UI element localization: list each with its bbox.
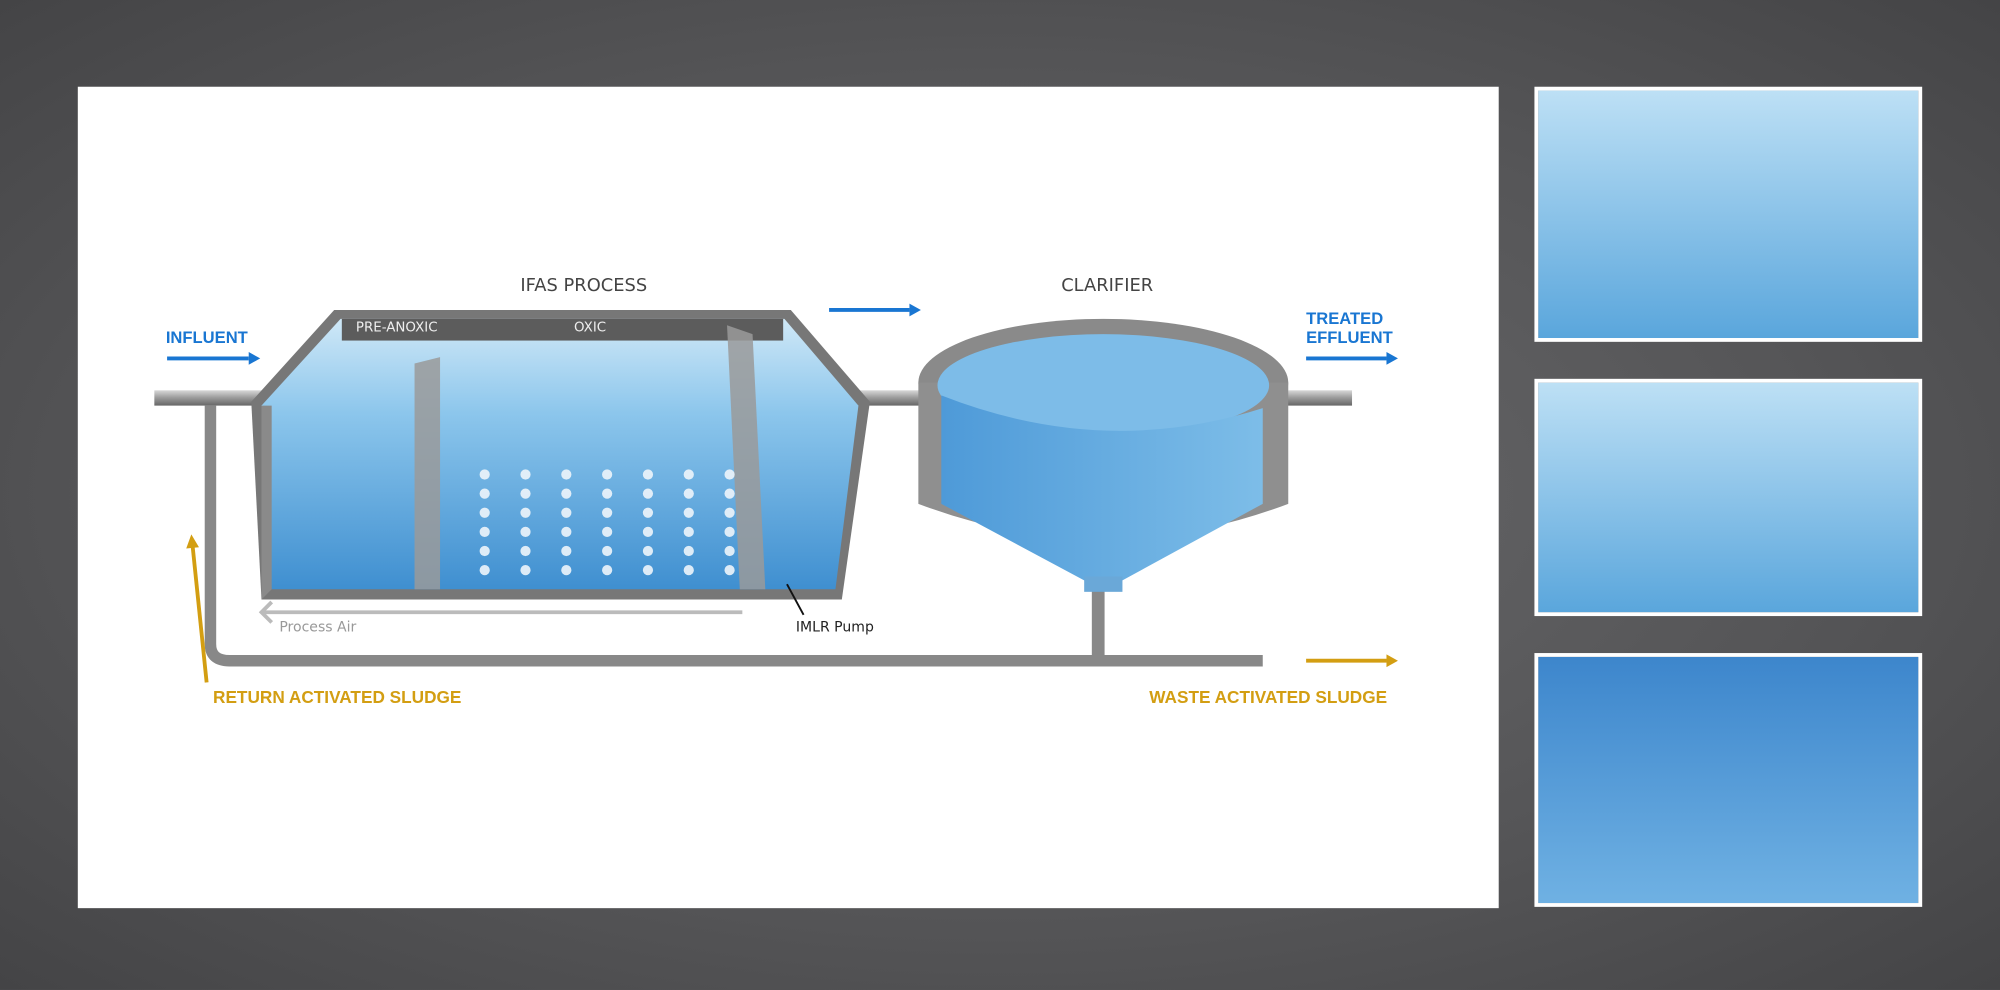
zone-oxic-label: OXIC (573, 320, 607, 336)
process-air-label: Process Air (279, 618, 357, 636)
diffuser-bubbles (683, 469, 694, 480)
detail-thumbnail-mixer[interactable] (1534, 86, 1923, 342)
diffuser-bubbles (479, 488, 490, 499)
treated-effluent-label-line1: TREATED (1306, 308, 1384, 328)
diffuser-bubbles (520, 507, 531, 518)
diffuser-bubbles (642, 565, 654, 576)
diffuser-bubbles (479, 469, 490, 480)
diffuser-bubbles (724, 545, 735, 557)
diffuser-bubbles (642, 469, 654, 480)
diffuser-bubbles (724, 565, 735, 576)
diffuser-bubbles (520, 469, 531, 480)
diffuser-bubbles (561, 469, 572, 480)
ifas-tank (251, 309, 870, 600)
diffuser-bubbles (642, 507, 654, 518)
diffuser-bubbles (642, 488, 654, 499)
diffuser-bubbles (724, 526, 735, 537)
diffuser-bubbles (520, 565, 531, 576)
clarifier-tank (918, 318, 1289, 592)
diffuser-bubbles (602, 526, 613, 537)
diffuser-bubbles (520, 545, 531, 557)
diffuser-bubbles (602, 469, 613, 480)
aerator-grid (479, 469, 735, 576)
ifas-process-title: IFAS PROCESS (520, 275, 648, 296)
diffuser-bubbles (479, 526, 490, 537)
return-activated-sludge-label: RETURN ACTIVATED SLUDGE (213, 687, 462, 707)
diffuser-bubbles (561, 507, 572, 518)
diffuser-bubbles (602, 507, 613, 518)
diffuser-bubbles (724, 507, 735, 518)
detail-thumbnail-aeration[interactable] (1534, 378, 1923, 617)
diffuser-bubbles (520, 488, 531, 499)
diffuser-bubbles (479, 545, 490, 557)
pipes (154, 390, 1353, 667)
diffuser-bubbles (602, 565, 613, 576)
diffuser-bubbles (479, 565, 490, 576)
diffuser-bubbles (683, 545, 694, 557)
detail-thumbnail-clarifier[interactable] (1534, 653, 1923, 907)
diffuser-bubbles (683, 507, 694, 518)
diffuser-bubbles (683, 488, 694, 499)
diffuser-bubbles (561, 565, 572, 576)
diffuser-bubbles (642, 545, 654, 557)
waste-activated-sludge-label: WASTE ACTIVATED SLUDGE (1149, 687, 1388, 707)
diffuser-bubbles (602, 545, 613, 557)
diffuser-bubbles (724, 488, 735, 499)
diffuser-bubbles (561, 488, 572, 499)
diffuser-bubbles (520, 526, 531, 537)
diffuser-bubbles (602, 488, 613, 499)
diffuser-bubbles (683, 565, 694, 576)
diffuser-bubbles (479, 507, 490, 518)
diffuser-bubbles (561, 526, 572, 537)
treated-effluent-label-line2: EFFLUENT (1306, 327, 1393, 347)
diffuser-bubbles (561, 545, 572, 557)
diffuser-bubbles (724, 469, 735, 480)
imlr-pump-label: IMLR Pump (795, 618, 874, 636)
flow-arrows (167, 303, 1398, 683)
clarifier-title: CLARIFIER (1061, 275, 1154, 296)
diffuser-bubbles (642, 526, 654, 537)
diffuser-bubbles (683, 526, 694, 537)
influent-label: INFLUENT (165, 327, 248, 347)
zone-pre-anoxic-label: PRE-ANOXIC (355, 320, 438, 336)
